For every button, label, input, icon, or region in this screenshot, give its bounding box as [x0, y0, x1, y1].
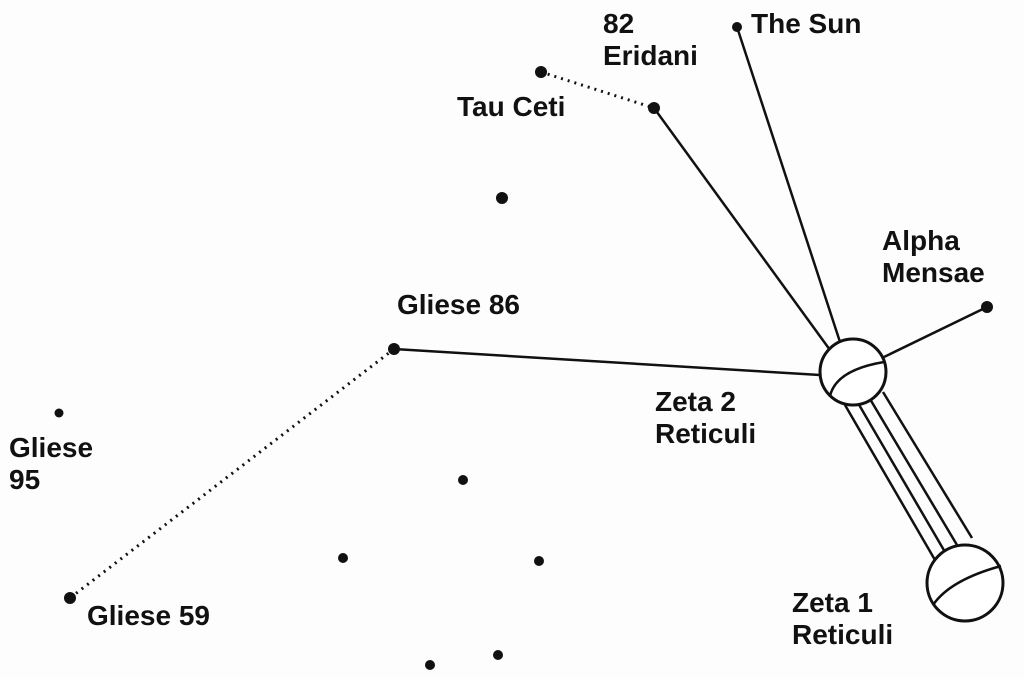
label-82-eridani: 82 Eridani: [603, 8, 698, 72]
dotted-route-tau-ceti: [540, 70, 655, 110]
label-zeta-1-line1: Zeta 1: [792, 587, 873, 618]
star-gliese-59: [64, 592, 76, 604]
star-gliese-86: [388, 343, 400, 355]
star-unlabeled: [493, 650, 503, 660]
label-zeta-2-line1: Zeta 2: [655, 386, 736, 417]
label-alpha-mensae: Alpha Mensae: [882, 225, 985, 289]
label-gliese-59: Gliese 59: [87, 600, 210, 631]
star-unlabeled: [338, 553, 348, 563]
label-the-sun: The Sun: [751, 8, 862, 39]
label-zeta-2-line2: Reticuli: [655, 418, 757, 449]
label-tau-ceti: Tau Ceti: [457, 91, 566, 122]
label-gliese-95: Gliese 95: [9, 432, 93, 496]
label-zeta-2-reticuli: Zeta 2 Reticuli: [655, 386, 756, 450]
star-alpha-mensae: [981, 301, 993, 313]
dotted-route-gliese-59: [69, 347, 395, 600]
label-gliese-95-line2: 95: [9, 464, 41, 495]
star-tau-ceti: [535, 66, 547, 78]
label-82-eridani-line1: 82: [603, 8, 635, 39]
star-gliese-95: [54, 408, 64, 418]
label-zeta-1-line2: Reticuli: [792, 619, 894, 650]
star-82-eridani: [648, 102, 660, 114]
route-alpha-mensae: [883, 305, 988, 359]
label-alpha-mensae-line1: Alpha: [882, 225, 960, 256]
star-unlabeled: [534, 556, 544, 566]
tube-lines: [843, 391, 974, 561]
route-sun: [735, 26, 842, 343]
star-unlabeled: [496, 192, 508, 204]
star-unlabeled: [458, 475, 468, 485]
route-82-eridani: [652, 107, 832, 351]
zeta-2-reticuli-sphere: [818, 337, 888, 407]
star-sun: [732, 22, 742, 32]
label-alpha-mensae-line2: Mensae: [882, 257, 985, 288]
zeta-1-reticuli-sphere: [925, 543, 1005, 623]
route-gliese-86: [393, 347, 821, 377]
label-zeta-1-reticuli: Zeta 1 Reticuli: [792, 587, 893, 651]
stars: [54, 22, 993, 670]
label-gliese-86: Gliese 86: [397, 289, 520, 320]
star-unlabeled: [425, 660, 435, 670]
label-82-eridani-line2: Eridani: [603, 40, 698, 71]
label-gliese-95-line1: Gliese: [9, 432, 94, 463]
